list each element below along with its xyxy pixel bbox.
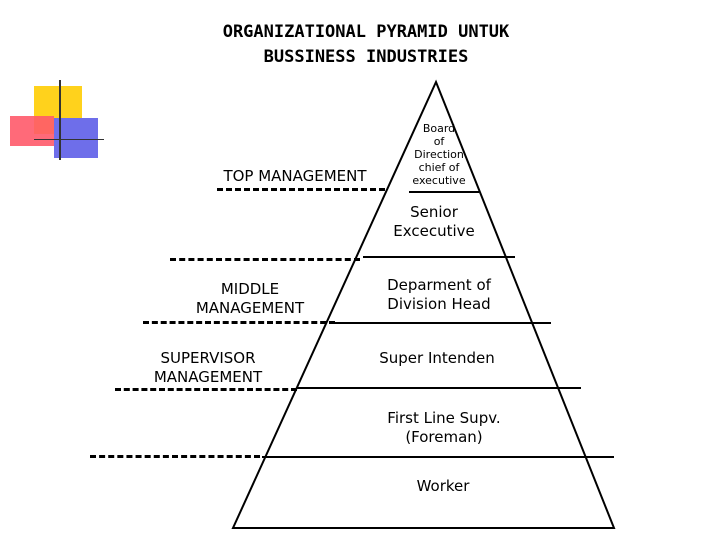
side-middle-line2: MANAGEMENT — [195, 299, 305, 317]
dashed-line-supervisor — [115, 388, 297, 391]
level-0-line-1: of — [433, 135, 445, 148]
title-line-1: ORGANIZATIONAL PYRAMID UNTUK — [222, 22, 510, 42]
decorative-blue-square — [54, 118, 98, 158]
level-label-department: Deparment of Division Head — [369, 276, 509, 314]
level-2-line-0: Deparment of — [387, 276, 491, 294]
level-0-line-4: executive — [412, 174, 466, 187]
decorative-horizontal-line — [34, 139, 104, 140]
level-label-super-intenden: Super Intenden — [367, 349, 507, 368]
side-label-middle-management: MIDDLE MANAGEMENT — [170, 280, 330, 318]
level-label-first-line: First Line Supv. (Foreman) — [374, 409, 514, 447]
level-3-line-0: Super Intenden — [379, 349, 495, 367]
dashed-line-middle — [143, 321, 335, 324]
dashed-line-middle-top — [170, 258, 360, 261]
level-label-senior: Senior Excecutive — [374, 203, 494, 241]
dashed-line-bottom — [90, 455, 260, 458]
side-middle-line1: MIDDLE — [220, 280, 280, 298]
page-title: ORGANIZATIONAL PYRAMID UNTUK BUSSINESS I… — [0, 20, 720, 70]
level-0-line-2: Direction — [414, 148, 464, 161]
level-label-worker: Worker — [383, 477, 503, 496]
decorative-red-square — [10, 116, 54, 146]
dashed-line-top — [217, 188, 385, 191]
level-2-line-1: Division Head — [387, 295, 491, 313]
side-label-supervisor-management: SUPERVISOR MANAGEMENT — [137, 349, 279, 387]
side-label-top-management: TOP MANAGEMENT — [210, 167, 380, 186]
side-supervisor-line2: MANAGEMENT — [153, 368, 263, 386]
level-5-line-0: Worker — [416, 477, 470, 495]
level-label-board: Board of Direction chief of executive — [403, 122, 475, 187]
level-1-line-0: Senior — [410, 203, 458, 221]
side-supervisor-line1: SUPERVISOR — [160, 349, 256, 367]
decorative-vertical-line — [59, 80, 61, 160]
level-1-line-1: Excecutive — [393, 222, 475, 240]
level-0-line-3: chief of — [418, 161, 460, 174]
title-line-2: BUSSINESS INDUSTRIES — [263, 47, 469, 67]
level-4-line-1: (Foreman) — [405, 428, 483, 446]
side-top-text: TOP MANAGEMENT — [223, 167, 367, 185]
level-0-line-0: Board — [422, 122, 456, 135]
level-4-line-0: First Line Supv. — [387, 409, 501, 427]
pyramid-outline — [231, 79, 616, 529]
